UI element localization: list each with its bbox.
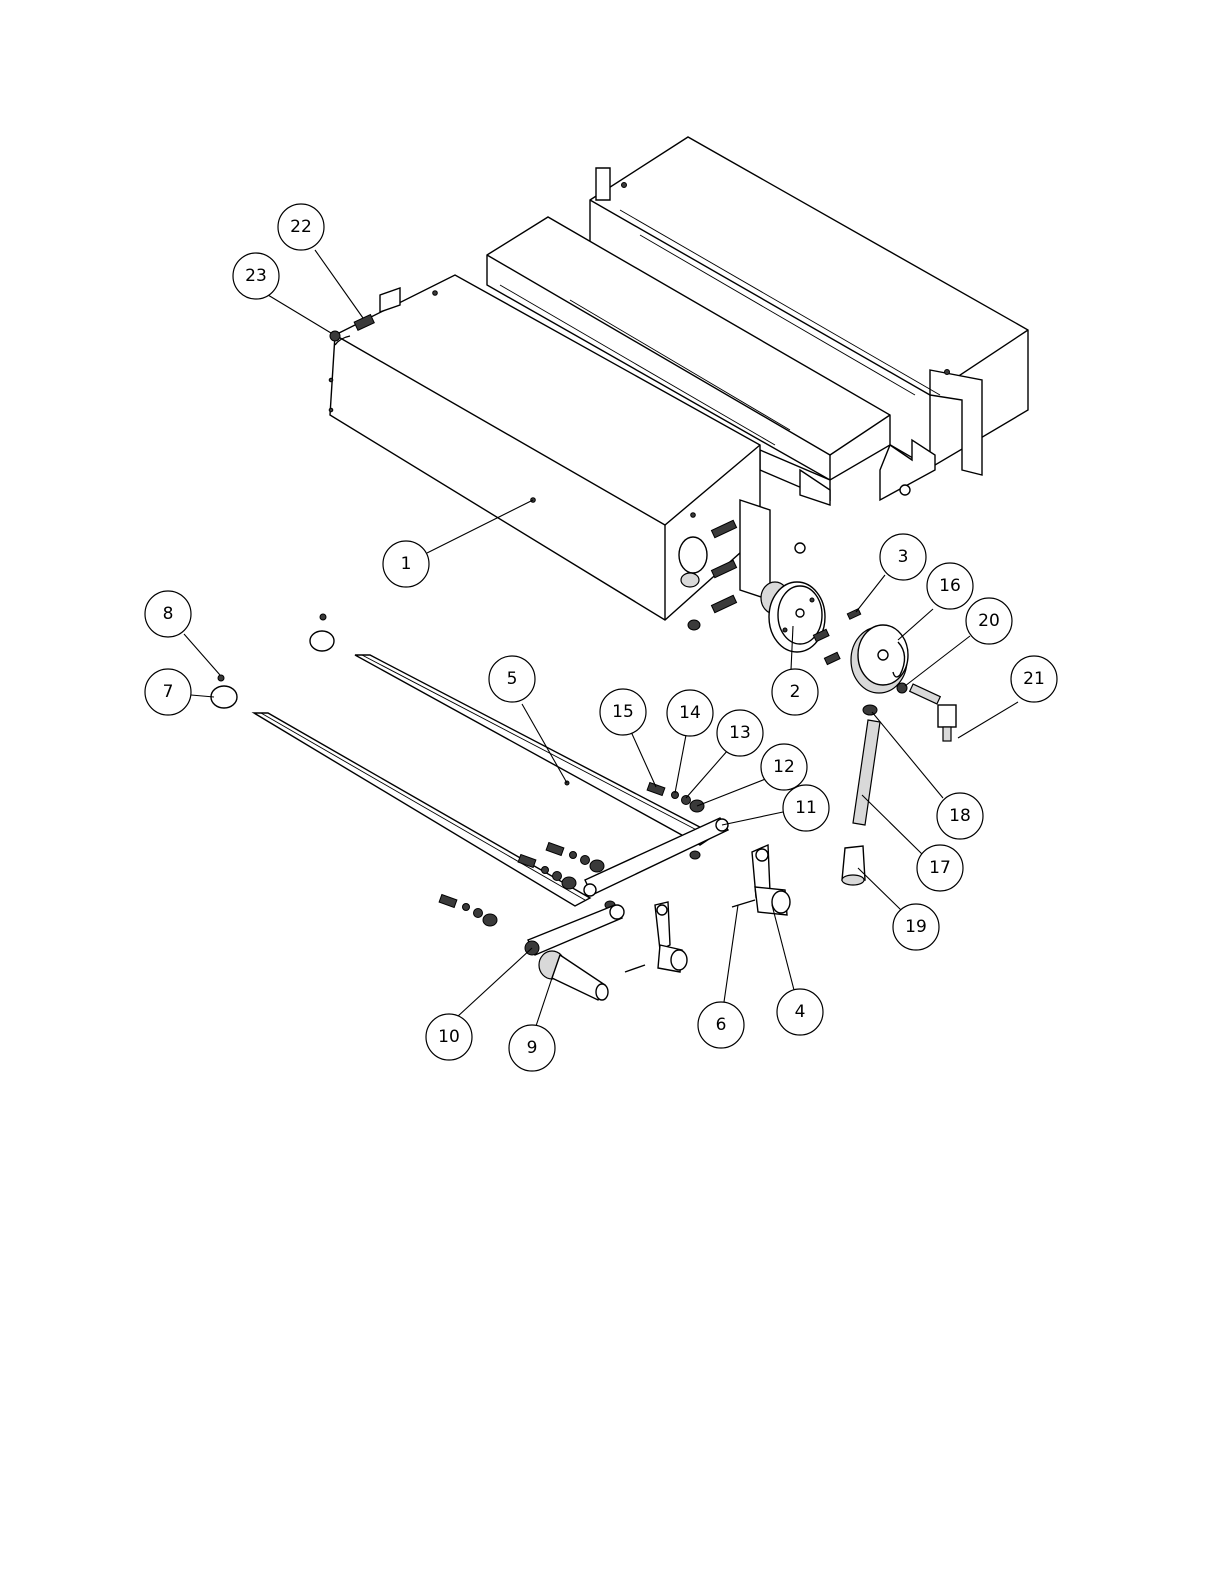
balloon-4: 4 — [777, 989, 823, 1035]
balloon-5: 5 — [489, 656, 535, 702]
balloon-9: 9 — [509, 1025, 555, 1071]
balloon-label-20: 20 — [978, 611, 1000, 631]
balloon-label-18: 18 — [949, 806, 971, 826]
leader-12 — [697, 778, 768, 806]
balloon-label-17: 17 — [929, 858, 951, 878]
crank-arm-right — [732, 845, 790, 915]
leader-10 — [457, 948, 532, 1017]
leader-16 — [898, 609, 933, 640]
rod-assembly — [842, 705, 880, 885]
leader-6 — [724, 905, 738, 1002]
shaft-part-9 — [539, 951, 608, 1000]
balloon-label-21: 21 — [1023, 669, 1045, 689]
leader-14 — [675, 735, 686, 793]
leader-4 — [772, 905, 794, 990]
leader-18 — [872, 712, 943, 798]
balloon-label-19: 19 — [905, 917, 927, 937]
balloon-label-9: 9 — [527, 1038, 538, 1058]
balloon-label-14: 14 — [679, 703, 701, 723]
balloon-17: 17 — [917, 845, 963, 891]
leader-11 — [722, 812, 783, 825]
flange-part-2 — [761, 582, 829, 652]
balloon-23: 23 — [233, 253, 279, 299]
leader-13 — [686, 750, 728, 798]
balloon-label-1: 1 — [401, 554, 412, 574]
balloon-10: 10 — [426, 1014, 472, 1060]
balloon-3: 3 — [880, 534, 926, 580]
leader-15 — [628, 725, 656, 787]
balloon-label-15: 15 — [612, 702, 634, 722]
balloon-11: 11 — [783, 785, 829, 831]
balloon-label-2: 2 — [790, 682, 801, 702]
balloon-7: 7 — [145, 669, 191, 715]
balloon-label-10: 10 — [438, 1027, 460, 1047]
balloon-22: 22 — [278, 204, 324, 250]
balloon-19: 19 — [893, 904, 939, 950]
balloon-label-3: 3 — [898, 547, 909, 567]
leader-22 — [315, 250, 363, 318]
leader-21 — [958, 702, 1018, 738]
leader-8 — [184, 634, 220, 675]
balloon-2: 2 — [772, 669, 818, 715]
balloon-label-23: 23 — [245, 266, 267, 286]
balloon-label-4: 4 — [795, 1002, 806, 1022]
balloon-20: 20 — [966, 598, 1012, 644]
linkage-bar-part-11 — [584, 818, 728, 909]
leader-19 — [858, 868, 901, 910]
balloon-13: 13 — [717, 710, 763, 756]
balloon-18: 18 — [937, 793, 983, 839]
balloon-6: 6 — [698, 1002, 744, 1048]
hub-part-16 — [824, 609, 956, 741]
balloon-label-22: 22 — [290, 217, 312, 237]
lever-part-10 — [525, 905, 624, 955]
balloon-8: 8 — [145, 591, 191, 637]
balloon-15: 15 — [600, 689, 646, 735]
leader-3 — [856, 575, 885, 612]
balloon-21: 21 — [1011, 656, 1057, 702]
leader-23 — [268, 295, 331, 333]
balloon-label-8: 8 — [163, 604, 174, 624]
balloon-1: 1 — [383, 541, 429, 587]
leader-20 — [905, 636, 970, 686]
crank-arm-center — [625, 902, 687, 972]
balloon-label-11: 11 — [795, 798, 817, 818]
balloon-label-7: 7 — [163, 682, 174, 702]
leader-17 — [862, 795, 923, 855]
balloon-12: 12 — [761, 744, 807, 790]
balloon-label-5: 5 — [507, 669, 518, 689]
balloon-14: 14 — [667, 690, 713, 736]
balloon-label-13: 13 — [729, 723, 751, 743]
balloon-label-12: 12 — [773, 757, 795, 777]
leader-9 — [536, 975, 553, 1026]
balloon-16: 16 — [927, 563, 973, 609]
balloon-label-16: 16 — [939, 576, 961, 596]
balloon-label-6: 6 — [716, 1015, 727, 1035]
